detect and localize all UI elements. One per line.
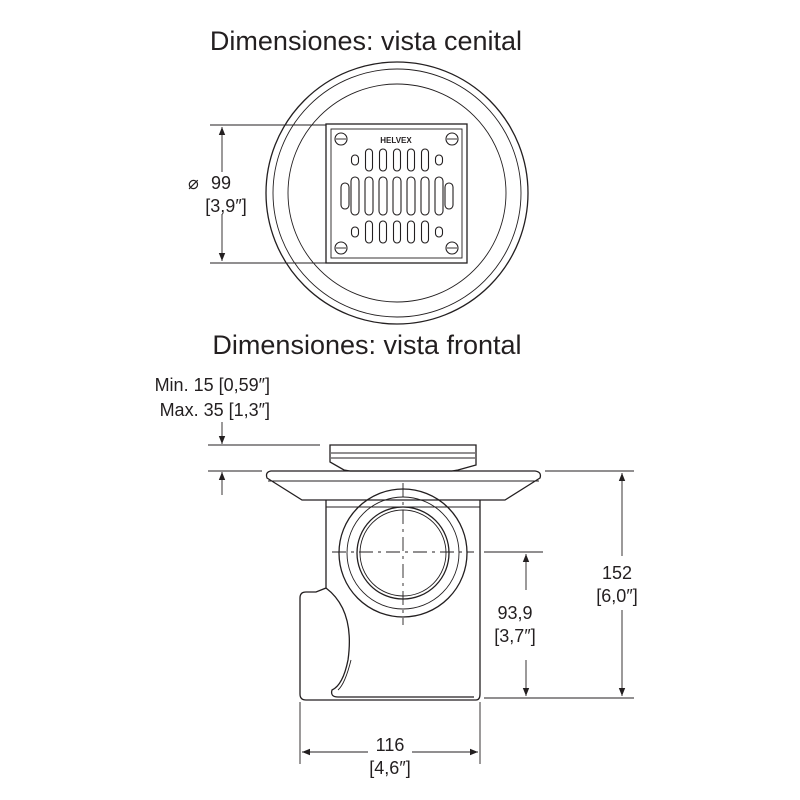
front-view-drawing	[265, 444, 542, 701]
grate-slot	[420, 148, 430, 172]
grate-slot	[406, 176, 416, 216]
grate-slot	[364, 148, 374, 172]
grate-slot	[434, 226, 444, 238]
grate-slot	[378, 148, 388, 172]
diameter-symbol: ⌀	[188, 173, 199, 193]
width-mm: 116	[376, 735, 405, 755]
top-view-drawing: HELVEX	[265, 61, 529, 325]
grate-slot	[340, 182, 350, 210]
diameter-dimension: ⌀ 99 [3,9″]	[188, 124, 326, 264]
grate-slot	[364, 220, 374, 244]
height-mm: 152	[602, 563, 632, 583]
screw-icon	[334, 132, 459, 255]
grate-slot	[406, 148, 416, 172]
outlet-height-mm: 93,9	[497, 603, 532, 623]
top-view-title: Dimensiones: vista cenital	[210, 26, 522, 56]
grate-slot	[444, 182, 454, 210]
grate-slot	[392, 176, 402, 216]
brand-logo: HELVEX	[380, 136, 412, 145]
width-dimension: 116 [4,6″]	[299, 702, 481, 778]
grate-slot	[434, 176, 444, 216]
adjustment-dimension: Min. 15 [0,59″] Max. 35 [1,3″]	[155, 375, 320, 495]
grate-slot	[420, 176, 430, 216]
grate-slot	[392, 220, 402, 244]
grate-slot	[350, 154, 360, 166]
grate-slot	[350, 176, 360, 216]
diameter-in: [3,9″]	[205, 196, 246, 216]
grate-slot	[364, 176, 374, 216]
grate-slot	[406, 220, 416, 244]
grate-slot	[378, 220, 388, 244]
adjust-min-label: Min. 15 [0,59″]	[155, 375, 270, 395]
front-view-title: Dimensiones: vista frontal	[212, 330, 521, 360]
grate-slot	[420, 220, 430, 244]
adjust-max-label: Max. 35 [1,3″]	[160, 400, 270, 420]
width-in: [4,6″]	[369, 758, 410, 778]
grate-slot	[350, 226, 360, 238]
outlet-height-in: [3,7″]	[494, 626, 535, 646]
grate-slot	[434, 154, 444, 166]
total-height-dimension: 152 [6,0″]	[484, 470, 638, 699]
outlet-height-dimension: 93,9 [3,7″]	[484, 551, 543, 696]
height-in: [6,0″]	[596, 586, 637, 606]
diameter-mm: 99	[211, 173, 231, 193]
grate-slot	[392, 148, 402, 172]
grate-slot	[378, 176, 388, 216]
